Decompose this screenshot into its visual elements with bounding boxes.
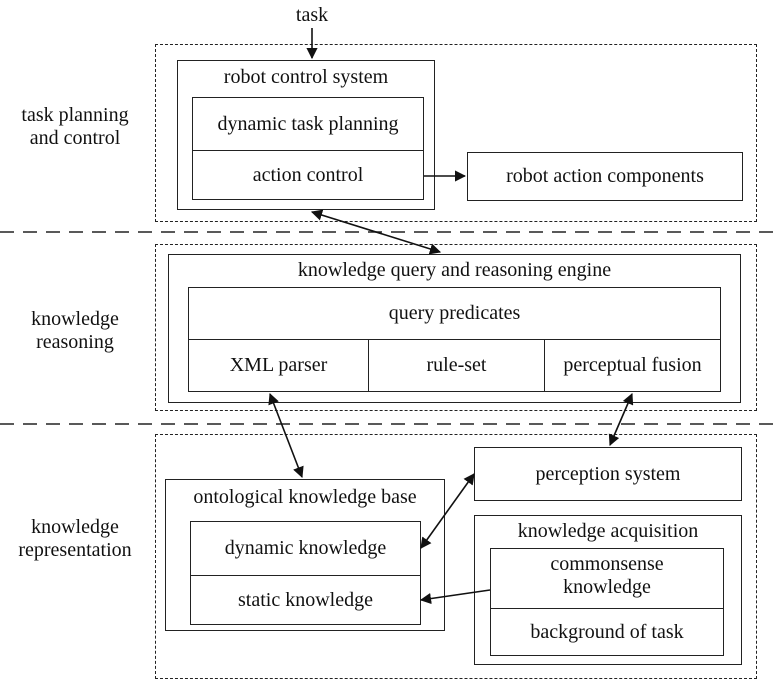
acquisition-static-arrow [419, 589, 491, 605]
knowledge-acquisition-title: knowledge acquisition [517, 520, 699, 542]
layer-label-line: knowledge [31, 516, 119, 538]
reasoning-layer-frame [155, 244, 757, 411]
layer-label-line: and control [29, 127, 121, 149]
fusion-perception-arrow [608, 392, 634, 447]
action-control-box: action control [192, 150, 424, 200]
control-reasoning-arrow [310, 209, 442, 255]
robot-control-system-title: robot control system [223, 66, 389, 88]
task-input-label: task [295, 4, 329, 26]
commonsense-line: commonsense [550, 553, 664, 575]
representation-layer-frame [155, 434, 757, 679]
robot-control-system-box: robot control system [177, 60, 435, 210]
reasoning-engine-title: knowledge query and reasoning engine [297, 259, 612, 281]
knowledge-acquisition-box: knowledge acquisition [474, 515, 742, 665]
layer-label-line: task planning [21, 104, 129, 126]
layer-label-knowledge-representation: knowledge representation [0, 516, 150, 562]
layer-label-line: reasoning [36, 331, 114, 353]
parser-kb-arrow [268, 392, 304, 479]
robot-action-components-box: robot action components [467, 152, 743, 201]
commonsense-line: knowledge [563, 576, 651, 598]
ontological-knowledge-base-title: ontological knowledge base [193, 486, 417, 508]
task-planning-layer-frame [155, 44, 757, 222]
ontological-knowledge-base-box: ontological knowledge base [165, 479, 445, 631]
background-of-task-box: background of task [490, 608, 724, 656]
perceptual-fusion-box: perceptual fusion [544, 339, 721, 392]
layer-label-task-planning: task planning and control [0, 104, 150, 150]
layer-label-knowledge-reasoning: knowledge reasoning [0, 308, 150, 354]
layer-label-line: knowledge [31, 308, 119, 330]
layer-label-line: representation [18, 539, 132, 561]
perception-dynamic-arrow [420, 473, 475, 549]
reasoning-engine-box: knowledge query and reasoning engine [168, 254, 741, 403]
commonsense-knowledge-label: commonsense knowledge [491, 553, 723, 599]
